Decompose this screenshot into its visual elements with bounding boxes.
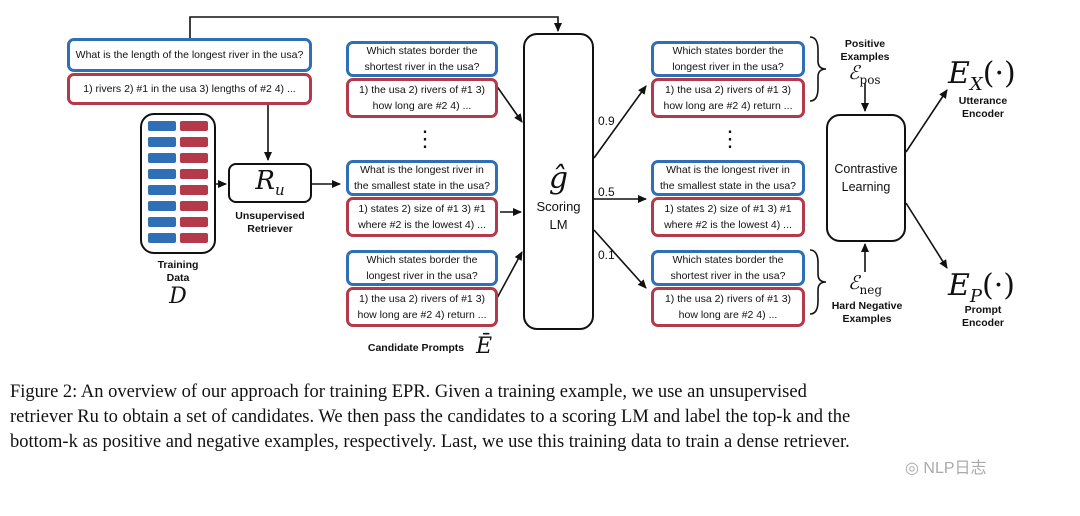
scoring-lm-symbol: ĝ xyxy=(548,161,569,196)
ranked-question-text: Which states border the longest river in… xyxy=(672,45,784,73)
watermark-text: NLP日志 xyxy=(923,460,987,477)
ranked-program-text: 1) states 2) size of #1 3) #1 where #2 i… xyxy=(664,203,792,231)
training-data-rows-icon xyxy=(148,121,208,243)
utterance-encoder-symbol: EX(·) xyxy=(948,56,1016,95)
candidate-program-text: 1) the usa 2) rivers of #1 3) how long a… xyxy=(357,293,487,321)
caption-line-2: retriever Ru to obtain a set of candidat… xyxy=(10,407,851,427)
scoring-lm-label: Scoring LM xyxy=(536,199,581,232)
candidate-program-box-2: 1) states 2) size of #1 3) #1 where #2 i… xyxy=(346,197,498,237)
candidate-question-box-1: Which states border the shortest river i… xyxy=(346,41,498,77)
retriever-label: Unsupervised Retriever xyxy=(235,210,305,235)
score-label-bottom: 0.1 xyxy=(598,248,615,262)
candidate-question-text: What is the longest river in the smalles… xyxy=(354,164,490,192)
contrastive-learning-label: Contrastive Learning xyxy=(834,162,898,194)
candidate-prompts-symbol: Ē xyxy=(476,334,493,359)
ranked-question-box-1: Which states border the longest river in… xyxy=(651,41,805,77)
candidate-question-text: Which states border the shortest river i… xyxy=(364,45,480,73)
candidate-ellipsis: ⋮ xyxy=(414,126,436,151)
candidate-program-box-1: 1) the usa 2) rivers of #1 3) how long a… xyxy=(346,78,498,118)
ranked-program-box-2: 1) states 2) size of #1 3) #1 where #2 i… xyxy=(651,197,805,237)
figure-caption: Figure 2: An overview of our approach fo… xyxy=(10,380,1072,455)
caption-line-3: bottom-k as positive and negative exampl… xyxy=(10,432,850,452)
candidate-question-box-2: What is the longest river in the smalles… xyxy=(346,160,498,196)
ranked-question-box-2: What is the longest river in the smalles… xyxy=(651,160,805,196)
ranked-program-text: 1) the usa 2) rivers of #1 3) how long a… xyxy=(663,84,793,112)
training-data-box xyxy=(140,113,216,254)
ranked-question-box-3: Which states border the shortest river i… xyxy=(651,250,805,286)
ranked-program-text: 1) the usa 2) rivers of #1 3) how long a… xyxy=(664,293,792,321)
connector-arrows xyxy=(189,16,948,315)
score-label-middle: 0.5 xyxy=(598,185,615,199)
ranked-question-text: Which states border the shortest river i… xyxy=(670,254,786,282)
prompt-encoder-symbol: EP(·) xyxy=(948,268,1015,307)
retriever-symbol: Ru xyxy=(255,166,285,200)
scoring-lm-box: ĝ Scoring LM xyxy=(523,33,594,330)
negative-examples-symbol: ℰneg xyxy=(848,272,883,297)
negative-examples-label: Hard Negative Examples xyxy=(831,300,903,325)
ranked-program-box-1: 1) the usa 2) rivers of #1 3) how long a… xyxy=(651,78,805,118)
candidate-program-text: 1) states 2) size of #1 3) #1 where #2 i… xyxy=(358,203,486,231)
query-program-box: 1) rivers 2) #1 in the usa 3) lengths of… xyxy=(67,73,312,105)
ranked-question-text: What is the longest river in the smalles… xyxy=(660,164,796,192)
watermark: ◎ NLP日志 xyxy=(905,454,987,478)
candidate-program-text: 1) the usa 2) rivers of #1 3) how long a… xyxy=(358,84,486,112)
ranked-ellipsis: ⋮ xyxy=(719,126,741,151)
epr-overview-diagram: What is the length of the longest river … xyxy=(67,16,1016,359)
training-data-symbol: D xyxy=(169,284,187,309)
candidate-prompts-label: Candidate Prompts xyxy=(367,342,465,354)
candidate-program-box-3: 1) the usa 2) rivers of #1 3) how long a… xyxy=(346,287,498,327)
score-label-top: 0.9 xyxy=(598,114,615,128)
utterance-encoder-label: Utterance Encoder xyxy=(958,95,1008,120)
positive-examples-label: Positive Examples xyxy=(840,38,890,63)
contrastive-learning-box: Contrastive Learning xyxy=(826,114,906,242)
retriever-box: Ru xyxy=(228,163,312,203)
caption-line-1: Figure 2: An overview of our approach fo… xyxy=(10,382,807,402)
training-data-label: Training Data xyxy=(157,259,199,284)
candidate-question-box-3: Which states border the longest river in… xyxy=(346,250,498,286)
query-question-box: What is the length of the longest river … xyxy=(67,38,312,72)
wechat-icon: ◎ xyxy=(905,460,919,477)
query-program-text: 1) rivers 2) #1 in the usa 3) lengths of… xyxy=(83,83,296,95)
ranked-program-box-3: 1) the usa 2) rivers of #1 3) how long a… xyxy=(651,287,805,327)
candidate-question-text: Which states border the longest river in… xyxy=(366,254,478,282)
query-question-text: What is the length of the longest river … xyxy=(75,49,304,61)
positive-examples-symbol: ℰpos xyxy=(848,62,881,87)
prompt-encoder-label: Prompt Encoder xyxy=(961,304,1004,329)
